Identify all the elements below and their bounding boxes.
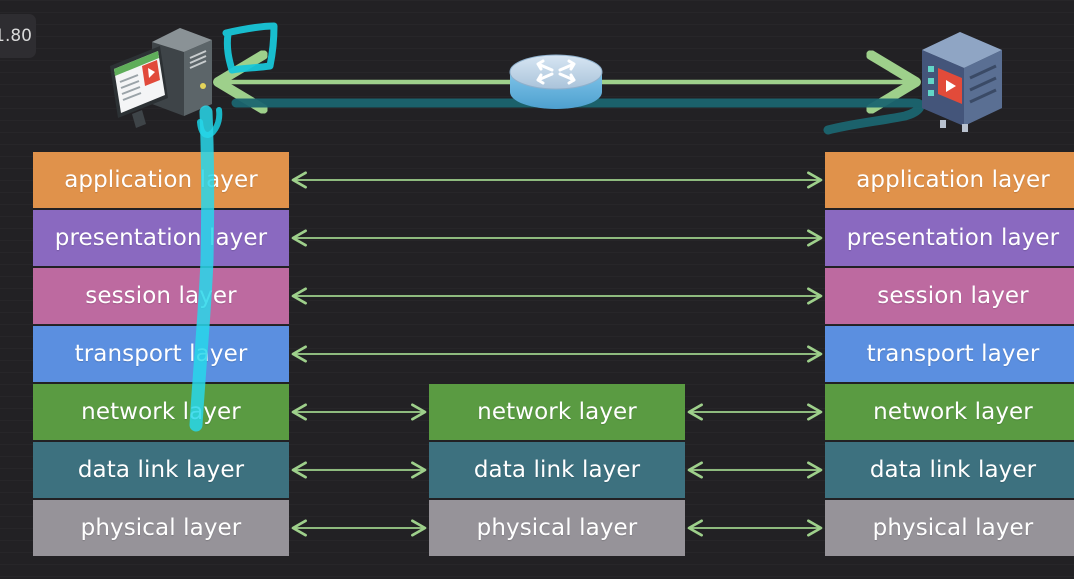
right-transport-layer: transport layer	[825, 326, 1074, 382]
desktop-computer-icon	[110, 28, 212, 128]
left-data-link-layer: data link layer	[33, 442, 289, 498]
video-server-icon	[922, 32, 1002, 132]
playback-speed-badge[interactable]: 1.80	[0, 14, 36, 58]
right-network-layer: network layer	[825, 384, 1074, 440]
left-session-layer: session layer	[33, 268, 289, 324]
left-transport-layer: transport layer	[33, 326, 289, 382]
handwritten-teal-stroke	[231, 98, 925, 135]
client-layer-stack: application layer presentation layer ses…	[33, 152, 289, 558]
middle-data-link-layer: data link layer	[429, 442, 685, 498]
right-data-link-layer: data link layer	[825, 442, 1074, 498]
router-layer-stack: network layer data link layer physical l…	[429, 384, 685, 558]
right-physical-layer: physical layer	[825, 500, 1074, 556]
router-icon	[509, 54, 603, 109]
middle-network-layer: network layer	[429, 384, 685, 440]
right-application-layer: application layer	[825, 152, 1074, 208]
right-presentation-layer: presentation layer	[825, 210, 1074, 266]
left-presentation-layer: presentation layer	[33, 210, 289, 266]
left-application-layer: application layer	[33, 152, 289, 208]
middle-physical-layer: physical layer	[429, 500, 685, 556]
right-session-layer: session layer	[825, 268, 1074, 324]
server-layer-stack: application layer presentation layer ses…	[825, 152, 1074, 558]
left-physical-layer: physical layer	[33, 500, 289, 556]
left-network-layer: network layer	[33, 384, 289, 440]
